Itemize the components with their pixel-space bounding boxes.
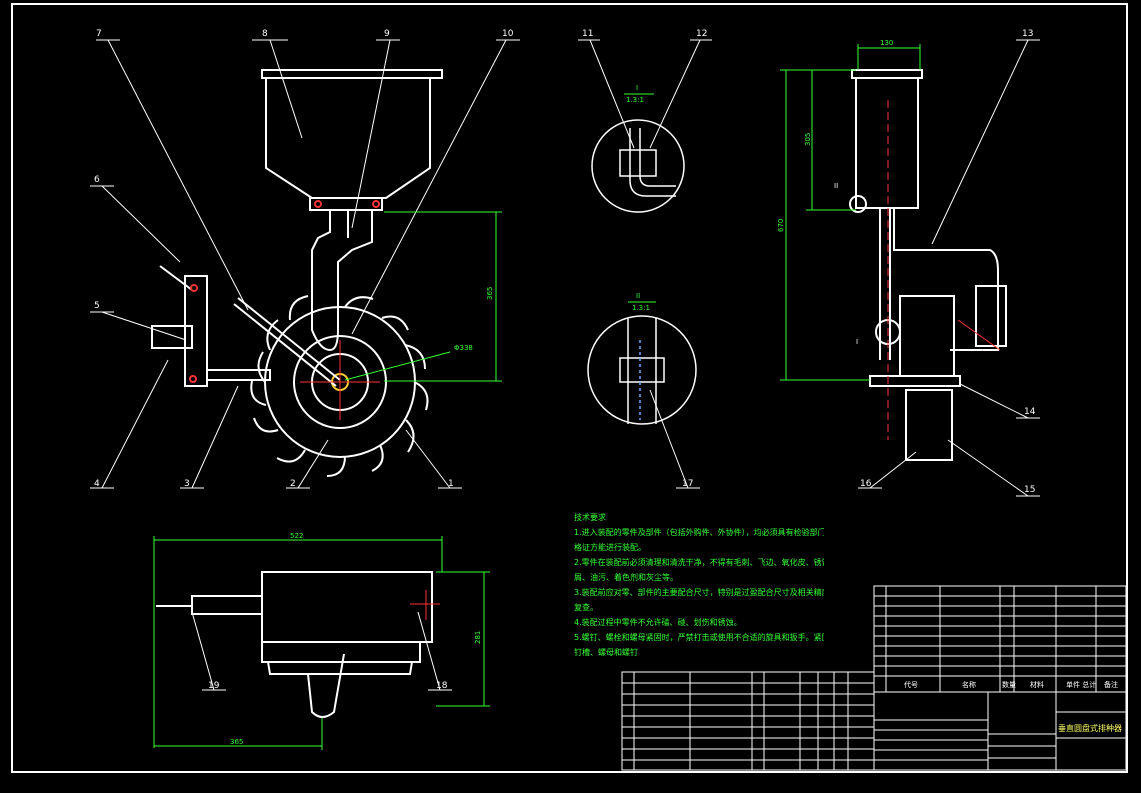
side-view: [849, 69, 1007, 461]
balloon-2: 2: [290, 479, 296, 489]
balloon-7: 7: [96, 29, 102, 39]
balloon-9: 9: [384, 29, 390, 39]
dim-top: [153, 536, 490, 750]
balloon-5: 5: [94, 301, 100, 311]
detail-II: [587, 315, 697, 425]
detail-II-scale: 1.3:1: [632, 304, 650, 312]
balloon-13: 13: [1022, 29, 1033, 39]
balloon-15: 15: [1024, 485, 1035, 495]
detail-I-scale: 1.3:1: [626, 96, 644, 104]
technical-notes: 技术要求 1.进入装配的零件及部件（包括外购件、外协件），均必须具有检验部门的合…: [574, 510, 824, 660]
header-code: 代号: [904, 680, 918, 689]
balloon-12: 12: [696, 29, 707, 39]
balloon-11: 11: [582, 29, 593, 39]
dim-365-front-label: 365: [486, 287, 494, 300]
balloon-19: 19: [208, 681, 220, 691]
balloon-8: 8: [262, 29, 268, 39]
balloon-17: 17: [682, 479, 693, 489]
header-qty: 数量: [1002, 680, 1016, 689]
header-material: 材料: [1030, 680, 1044, 689]
notes-line: 钉槽、螺母和螺钉: [574, 648, 638, 657]
notes-line: 2.零件在装配前必须清理和清洗干净，不得有毛刺、飞边、氧化皮、锈蚀、切: [574, 558, 824, 567]
dim-670-label: 670: [777, 219, 785, 232]
dim-365-front: [384, 211, 502, 382]
header-remark: 备注: [1104, 680, 1118, 689]
outer-frame: [11, 3, 1128, 773]
parts-table: [873, 585, 1127, 693]
dim-130-label: 130: [880, 39, 893, 47]
balloon-1: 1: [448, 479, 454, 489]
notes-line: 5.螺钉、螺栓和螺母紧固时，严禁打击或使用不合适的旋具和扳手。紧固后螺: [574, 633, 824, 642]
side-callout-I: I: [856, 338, 858, 346]
dim-281-label: 281: [474, 631, 482, 644]
parts-table-left: [621, 671, 875, 771]
balloon-10: 10: [502, 29, 514, 39]
header-weight: 单件 总计: [1066, 680, 1096, 689]
balloon-16: 16: [860, 479, 872, 489]
front-view: [151, 69, 443, 477]
detail-I-label: I: [636, 84, 638, 92]
balloon-4: 4: [94, 479, 100, 489]
notes-line: 屑、油污、着色剂和灰尘等。: [574, 573, 678, 582]
balloon-3: 3: [184, 479, 190, 489]
balloon-14: 14: [1024, 407, 1036, 417]
dim-522-label: 522: [290, 532, 303, 540]
dim-side: [780, 44, 921, 381]
header-name: 名称: [962, 680, 976, 689]
detail-I: [591, 119, 685, 213]
notes-line: 格证方能进行装配。: [574, 543, 646, 552]
drawing-title: 垂直圆盘式排种器: [1058, 723, 1122, 733]
notes-line: 4.装配过程中零件不允许磕、碰、划伤和锈蚀。: [574, 618, 742, 627]
dim-305-label: 305: [804, 133, 812, 146]
front-leaders: [90, 39, 520, 489]
top-view: [156, 571, 433, 718]
dim-338-label: Φ338: [454, 344, 473, 352]
notes-line: 复查。: [574, 603, 598, 612]
notes-title: 技术要求: [574, 513, 606, 522]
notes-line: 1.进入装配的零件及部件（包括外购件、外协件），均必须具有检验部门的合: [574, 528, 824, 537]
notes-line: 3.装配前应对零、部件的主要配合尺寸，特别是过盈配合尺寸及相关精度进行: [574, 588, 824, 597]
balloon-18: 18: [436, 681, 448, 691]
dim-365-bottom-label: 365: [230, 738, 243, 746]
detail-II-label: II: [636, 292, 640, 300]
side-callout-II: II: [834, 182, 838, 190]
balloon-6: 6: [94, 175, 100, 185]
